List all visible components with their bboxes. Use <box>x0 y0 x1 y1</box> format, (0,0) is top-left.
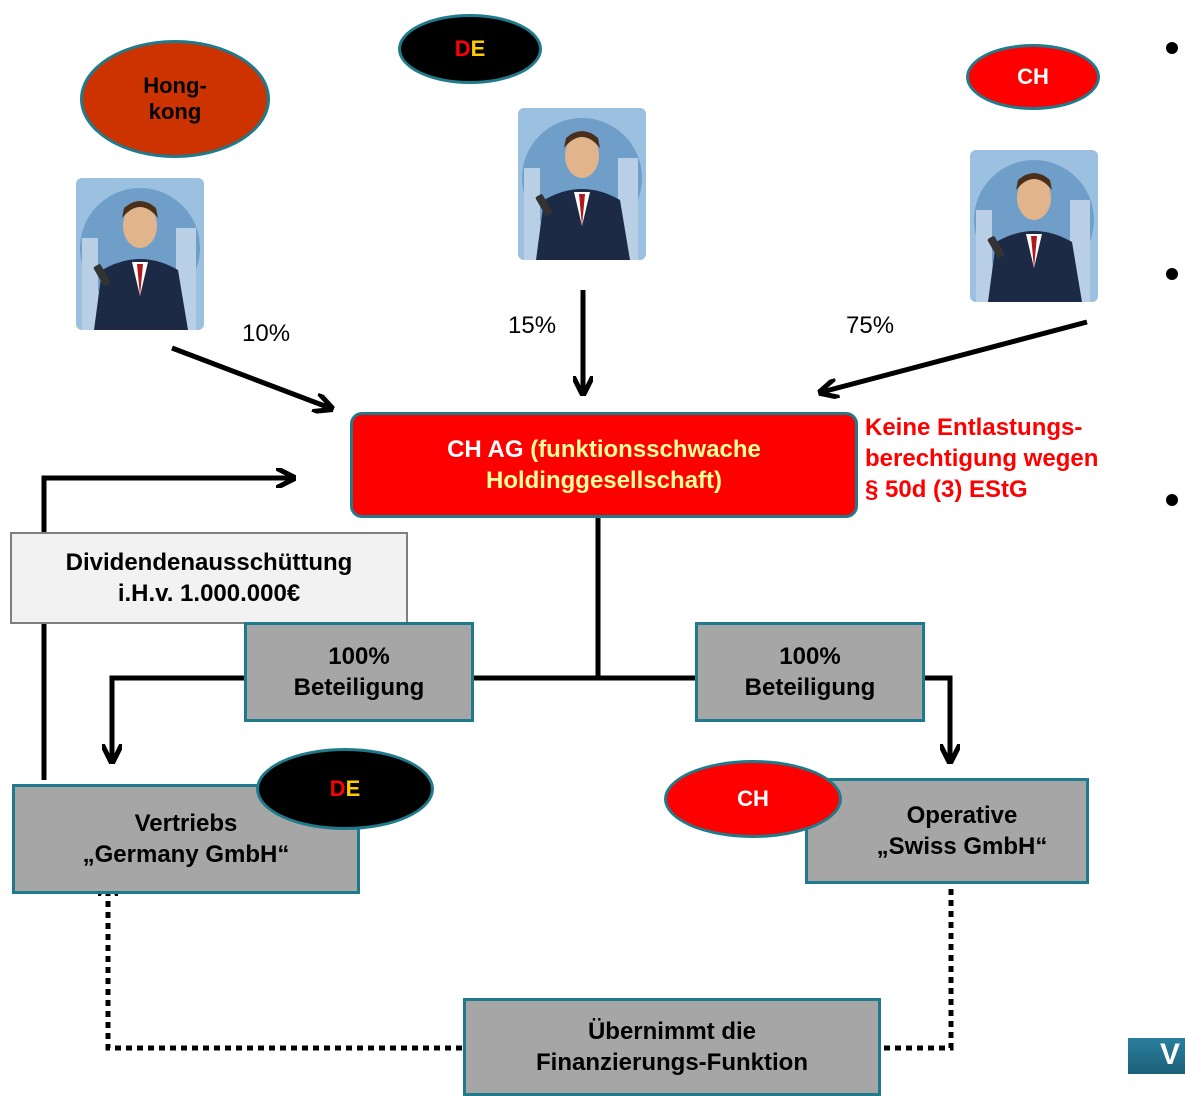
businessman-image-ch <box>970 150 1098 302</box>
participation-box-right: 100% Beteiligung <box>695 622 925 722</box>
bullet-3 <box>1166 494 1178 506</box>
participation-left-label: 100% Beteiligung <box>293 642 425 701</box>
financing-box: Übernimmt die Finanzierungs-Funktion <box>463 998 881 1096</box>
holding-description: (funktionsschwache Holdinggesellschaft) <box>485 435 761 494</box>
de-letter-e-bottom: E <box>345 776 361 801</box>
germany-gmbh-label: Vertriebs „Germany GmbH“ <box>82 809 290 868</box>
share-de: 15% <box>508 312 557 339</box>
de-letter-d-bottom: D <box>329 776 346 801</box>
dotted-financing-right <box>880 812 954 1051</box>
holding-prefix: CH AG <box>447 435 524 463</box>
de-letter-d: D <box>454 36 471 61</box>
participation-box-left: 100% Beteiligung <box>244 622 474 722</box>
ch-oval-bottom: CH <box>664 760 842 838</box>
share-hongkong: 10% <box>242 320 291 347</box>
ch-label-top: CH <box>1017 64 1049 89</box>
participation-right-label: 100% Beteiligung <box>744 642 876 701</box>
de-letter-e: E <box>470 36 486 61</box>
arrow-dividend <box>41 478 292 780</box>
corner-badge: V <box>1128 1038 1185 1074</box>
hongkong-label: Hong- kong <box>143 73 207 124</box>
dividend-box: Dividendenausschüttung i.H.v. 1.000.000€ <box>10 532 408 624</box>
businessman-image-de <box>518 108 646 260</box>
swiss-gmbh-box: Operative „Swiss GmbH“ <box>805 778 1089 884</box>
dividend-label: Dividendenausschüttung i.H.v. 1.000.000€ <box>65 548 353 607</box>
ch-oval-top: CH <box>966 44 1100 110</box>
no-relief-note: Keine Entlastungs- berechtigung wegen § … <box>865 414 1099 504</box>
bullet-1 <box>1166 42 1178 54</box>
swiss-gmbh-label: Operative „Swiss GmbH“ <box>876 801 1048 860</box>
arrow-ch <box>822 319 1088 392</box>
holding-box: CH AG (funktionsschwache Holdinggesellsc… <box>350 412 858 518</box>
hongkong-oval: Hong- kong <box>80 40 270 158</box>
financing-label: Übernimmt die Finanzierungs-Funktion <box>536 1017 808 1076</box>
bullet-2 <box>1166 268 1178 280</box>
arrow-hongkong <box>171 345 330 408</box>
ch-label-bottom: CH <box>737 786 769 811</box>
share-ch: 75% <box>846 312 895 339</box>
corner-badge-letter: V <box>1160 1038 1181 1071</box>
holding-label: CH AG (funktionsschwache Holdinggesellsc… <box>413 434 795 496</box>
dotted-financing-left <box>108 880 462 1051</box>
businessman-image-hongkong <box>76 178 204 330</box>
